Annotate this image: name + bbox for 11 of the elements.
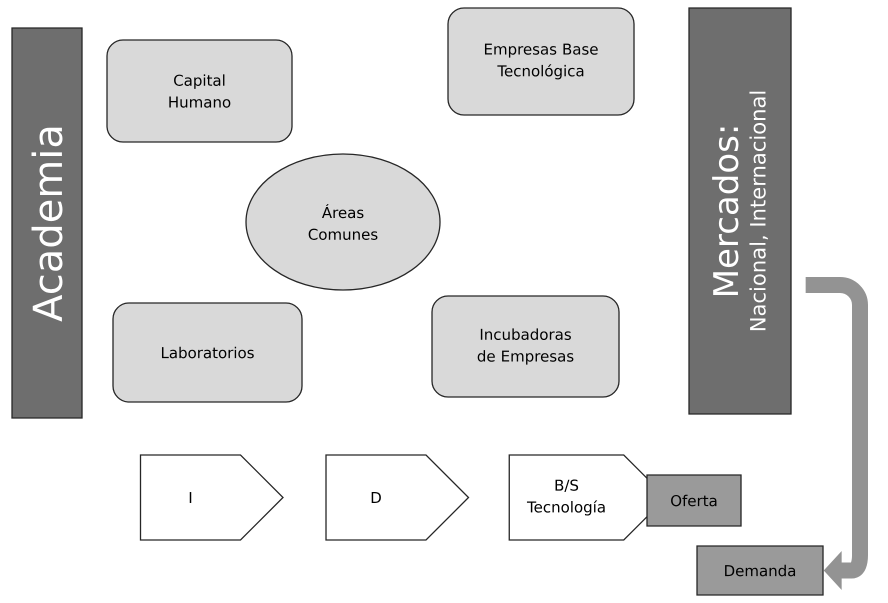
rounded-box: Empresas Base Tecnológica bbox=[447, 7, 635, 116]
vertical-bar: Academia bbox=[11, 27, 83, 419]
pentagon-arrow-box: I bbox=[140, 454, 284, 541]
vertical-bar: Mercados: Nacional, Internacional bbox=[688, 7, 792, 415]
label-box: Oferta bbox=[646, 474, 742, 527]
pentagon-arrow-box: B/S Tecnología bbox=[508, 454, 668, 541]
pentagon-arrow-box: D bbox=[325, 454, 470, 541]
rounded-box: Laboratorios bbox=[112, 302, 303, 403]
rounded-box: Capital Humano bbox=[106, 39, 293, 143]
rounded-box: Incubadoras de Empresas bbox=[431, 295, 620, 398]
label-box: Demanda bbox=[696, 545, 824, 596]
